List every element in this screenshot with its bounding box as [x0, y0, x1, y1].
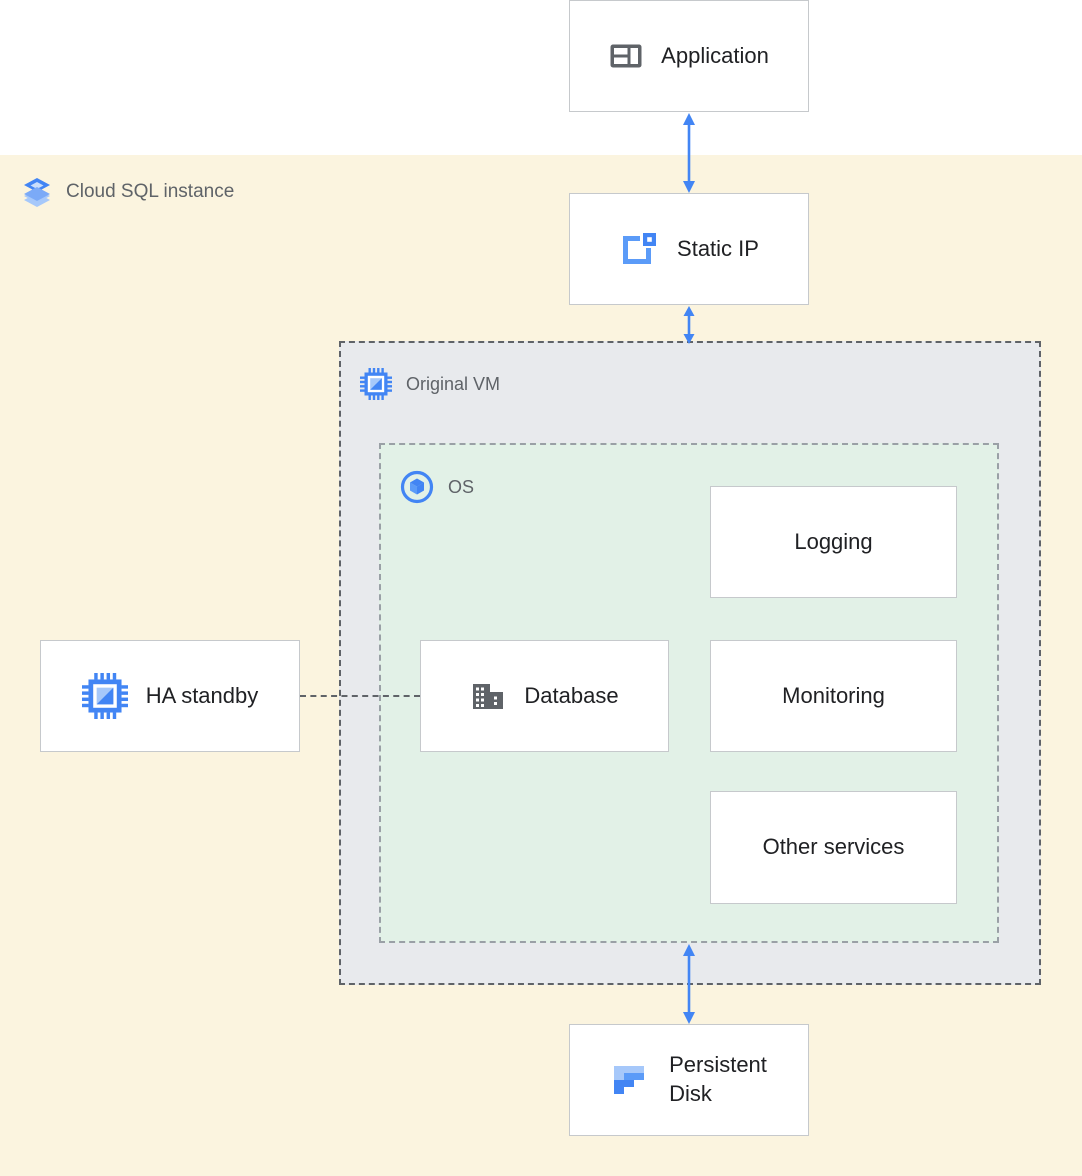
node-monitoring[interactable]: Monitoring: [710, 640, 957, 752]
connector-ha-standby-to-database: [300, 695, 420, 697]
os-circle-cube-icon: [400, 470, 434, 504]
persistent-disk-icon: [611, 1060, 651, 1100]
region-label-cloud-sql-instance: Cloud SQL instance: [22, 176, 234, 208]
node-persistent-disk[interactable]: Persistent Disk: [569, 1024, 809, 1136]
region-label-text: Cloud SQL instance: [66, 181, 235, 202]
cpu-chip-icon: [360, 368, 392, 400]
node-label: Persistent Disk: [669, 1052, 767, 1106]
node-label: Monitoring: [782, 682, 885, 708]
node-ha-standby[interactable]: HA standby: [40, 640, 300, 752]
region-label-text: Original VM: [406, 373, 501, 394]
node-label: HA standby: [145, 682, 259, 708]
region-label-original-vm: Original VM: [360, 368, 500, 400]
connector-static-ip-to-original-vm: [669, 305, 709, 350]
node-other-services[interactable]: Other services: [710, 791, 957, 904]
node-logging[interactable]: Logging: [710, 486, 957, 598]
node-application[interactable]: Application: [569, 0, 809, 112]
node-static-ip[interactable]: Static IP: [569, 193, 809, 305]
database-building-icon: [470, 678, 506, 714]
static-ip-square-icon: [619, 229, 659, 269]
node-database[interactable]: Database: [420, 640, 669, 752]
node-label: Database: [524, 682, 619, 708]
cpu-chip-icon: [81, 673, 128, 719]
node-label: Logging: [794, 528, 873, 554]
region-label-os: OS: [400, 470, 474, 504]
connector-os-to-persistent-disk: [669, 943, 709, 1030]
region-label-text: OS: [448, 476, 475, 497]
node-label: Application: [661, 42, 769, 68]
connector-application-to-static-ip: [669, 112, 709, 199]
node-label: Static IP: [677, 235, 759, 261]
node-label: Other services: [762, 834, 905, 860]
layers-stack-icon: [22, 176, 52, 208]
web-layout-icon: [609, 39, 643, 73]
